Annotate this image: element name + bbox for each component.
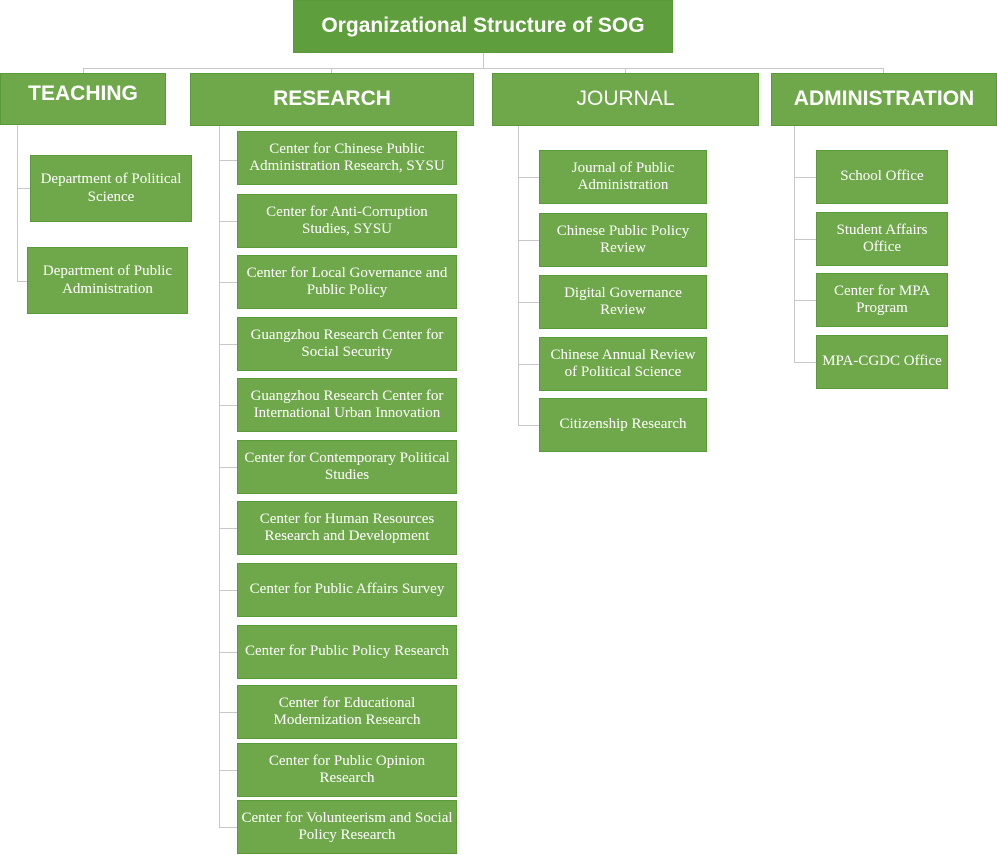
connector (219, 827, 237, 828)
connector (794, 177, 816, 178)
teaching-item: Department of Political Science (30, 155, 192, 222)
research-item: Center for Anti-Corruption Studies, SYSU (237, 194, 457, 248)
administration-item: Student Affairs Office (816, 212, 948, 266)
research-item: Center for Volunteerism and Social Polic… (237, 800, 457, 854)
connector (518, 425, 539, 426)
journal-item: Digital Governance Review (539, 275, 707, 329)
research-item: Center for Chinese Public Administration… (237, 131, 457, 185)
category-teaching: TEACHING (0, 73, 166, 125)
connector (794, 362, 816, 363)
administration-item: MPA-CGDC Office (816, 335, 948, 389)
journal-item: Citizenship Research (539, 398, 707, 452)
connector (331, 68, 332, 73)
connector (17, 125, 18, 282)
research-item: Center for Public Affairs Survey (237, 563, 457, 617)
category-journal: JOURNAL (492, 73, 759, 126)
journal-item: Chinese Public Policy Review (539, 213, 707, 267)
connector (518, 364, 539, 365)
connector (219, 126, 220, 828)
research-item: Center for Local Governance and Public P… (237, 255, 457, 309)
journal-item: Journal of Public Administration (539, 150, 707, 204)
connector (518, 126, 519, 426)
teaching-item: Department of Public Administration (27, 247, 188, 314)
connector (518, 240, 539, 241)
connector (83, 68, 84, 73)
research-item: Guangzhou Research Center for Internatio… (237, 378, 457, 432)
connector (219, 405, 237, 406)
connector (17, 188, 30, 189)
connector (794, 126, 795, 363)
connector (518, 302, 539, 303)
connector (219, 221, 237, 222)
connector (219, 282, 237, 283)
research-item: Center for Public Opinion Research (237, 743, 457, 797)
research-item: Center for Educational Modernization Res… (237, 685, 457, 739)
research-item: Center for Contemporary Political Studie… (237, 440, 457, 494)
connector (625, 68, 626, 73)
connector (219, 160, 237, 161)
connector (219, 467, 237, 468)
connector (219, 590, 237, 591)
connector (883, 68, 884, 73)
connector (794, 300, 816, 301)
connector (219, 652, 237, 653)
connector (219, 770, 237, 771)
connector (219, 528, 237, 529)
connector (483, 53, 484, 68)
research-item: Center for Public Policy Research (237, 625, 457, 679)
category-administration: ADMINISTRATION (771, 73, 997, 126)
journal-item: Chinese Annual Review of Political Scien… (539, 337, 707, 391)
connector (219, 712, 237, 713)
connector (83, 68, 883, 69)
category-research: RESEARCH (190, 73, 474, 126)
connector (518, 177, 539, 178)
connector (17, 281, 27, 282)
connector (219, 344, 237, 345)
research-item: Center for Human Resources Research and … (237, 501, 457, 555)
research-item: Guangzhou Research Center for Social Sec… (237, 317, 457, 371)
administration-item: Center for MPA Program (816, 273, 948, 327)
connector (794, 239, 816, 240)
chart-title: Organizational Structure of SOG (293, 0, 673, 53)
administration-item: School Office (816, 150, 948, 204)
